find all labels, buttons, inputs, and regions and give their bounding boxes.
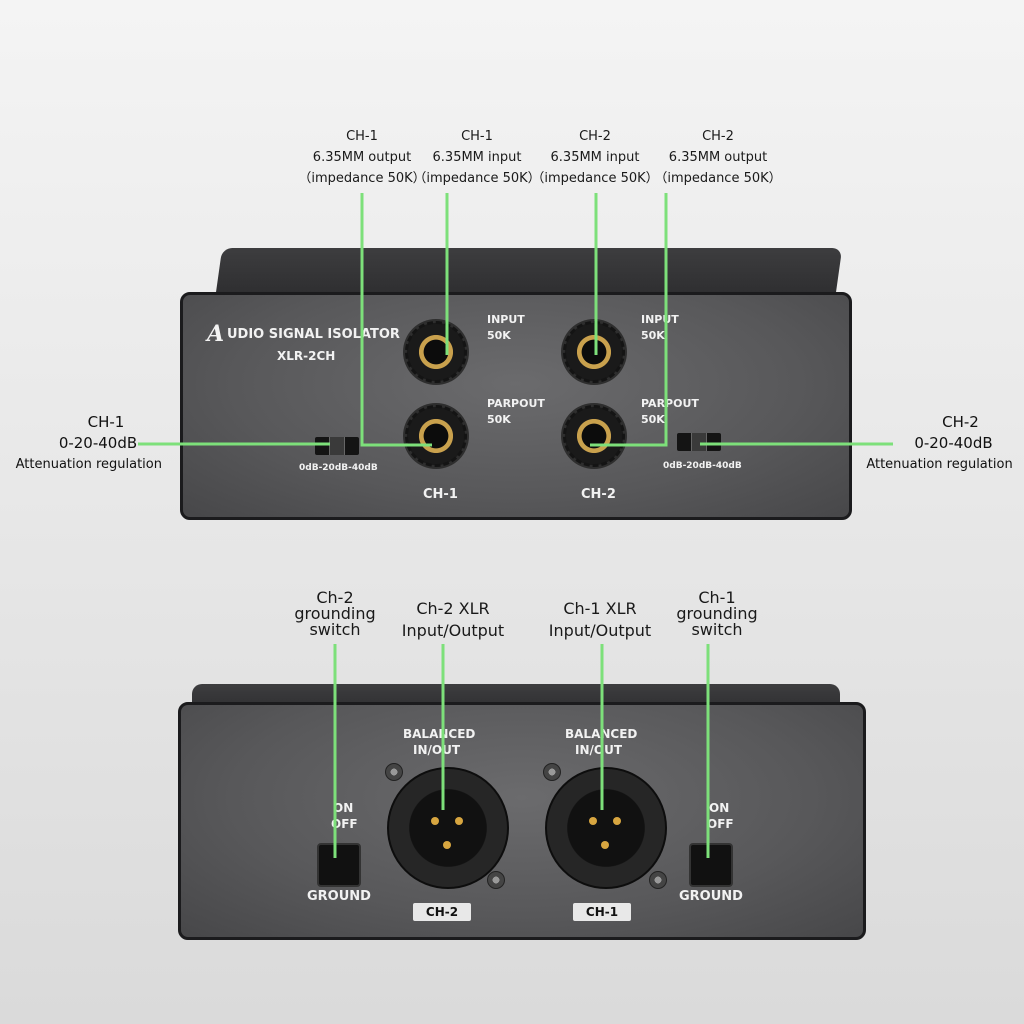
callout-ch1-input: CH-1 6.35MM input （impedance 50K） bbox=[407, 126, 547, 189]
screw-icon bbox=[649, 871, 667, 889]
ch2-input-imp: 50K bbox=[641, 329, 665, 342]
balanced-sub-ch1: IN/OUT bbox=[575, 743, 623, 757]
callout-channel: CH-1 bbox=[461, 129, 493, 144]
callout-channel: CH-2 bbox=[702, 129, 734, 144]
xlr-pin bbox=[443, 841, 451, 849]
callout-ch1-xlr: Ch-1 XLR Input/Output bbox=[535, 598, 665, 642]
ch2-attenuation-scale: 0dB-20dB-40dB bbox=[663, 461, 742, 471]
callout-ch1-output: CH-1 6.35MM output （impedance 50K） bbox=[292, 126, 432, 189]
ch2-input-label: INPUT bbox=[641, 313, 679, 326]
callout-spec: 6.35MM output bbox=[668, 150, 768, 165]
callout-line: switch bbox=[309, 620, 361, 639]
ch1-xlr-connector[interactable] bbox=[545, 767, 667, 889]
ch2-output-jack[interactable] bbox=[561, 403, 627, 469]
ch1-ground-switch[interactable] bbox=[689, 843, 733, 887]
ch2-attenuation-switch[interactable] bbox=[677, 433, 721, 451]
callout-line: Ch-2 XLR bbox=[416, 599, 490, 618]
ch1-input-jack[interactable] bbox=[403, 319, 469, 385]
slider-knob bbox=[329, 437, 345, 455]
callout-ch2-output: CH-2 6.35MM output （impedance 50K） bbox=[648, 126, 788, 189]
ch1-input-imp: 50K bbox=[487, 329, 511, 342]
callout-spec: 6.35MM input bbox=[432, 150, 522, 165]
ch1-on-label: ON bbox=[709, 801, 730, 815]
ch1-ground-label: GROUND bbox=[679, 889, 743, 904]
callout-line: Ch-1 bbox=[698, 588, 736, 607]
callout-impedance: （impedance 50K） bbox=[298, 171, 426, 186]
ch1-badge: CH-1 bbox=[573, 903, 631, 921]
callout-line: Ch-2 bbox=[316, 588, 354, 607]
ch2-xlr-connector[interactable] bbox=[387, 767, 509, 889]
model-name: XLR-2CH bbox=[277, 349, 336, 363]
xlr-pin bbox=[601, 841, 609, 849]
callout-channel: CH-1 bbox=[346, 129, 378, 144]
xlr-pin bbox=[613, 817, 621, 825]
callout-desc: Attenuation regulation bbox=[866, 457, 1013, 472]
callout-desc: Attenuation regulation bbox=[15, 457, 162, 472]
callout-range: 0-20-40dB bbox=[914, 434, 993, 452]
callout-ch2-ground: Ch-2 grounding switch bbox=[275, 590, 395, 638]
ch2-label: CH-2 bbox=[581, 487, 616, 502]
xlr-pin bbox=[589, 817, 597, 825]
ch2-badge: CH-2 bbox=[413, 903, 471, 921]
ch2-off-label: OFF bbox=[331, 817, 358, 831]
callout-line: Input/Output bbox=[548, 621, 652, 640]
ch1-output-label: PARPOUT bbox=[487, 397, 545, 410]
callout-impedance: （impedance 50K） bbox=[654, 171, 782, 186]
ch1-input-label: INPUT bbox=[487, 313, 525, 326]
callout-channel: CH-2 bbox=[942, 413, 979, 431]
callout-line: grounding bbox=[676, 604, 758, 623]
balanced-sub-ch2: IN/OUT bbox=[413, 743, 461, 757]
screw-icon bbox=[543, 763, 561, 781]
rear-faceplate: BALANCED IN/OUT BALANCED IN/OUT ON OFF G… bbox=[178, 702, 866, 940]
callout-spec: 6.35MM input bbox=[550, 150, 640, 165]
brand-logo: A bbox=[207, 321, 225, 347]
callout-impedance: （impedance 50K） bbox=[531, 171, 659, 186]
callout-ch2-attenuation: CH-2 0-20-40dB Attenuation regulation bbox=[862, 412, 1017, 475]
ch1-attenuation-scale: 0dB-20dB-40dB bbox=[299, 463, 378, 473]
front-faceplate: A UDIO SIGNAL ISOLATOR XLR-2CH INPUT 50K… bbox=[180, 292, 852, 520]
callout-range: 0-20-40dB bbox=[58, 434, 138, 452]
brand-name: UDIO SIGNAL ISOLATOR bbox=[227, 327, 400, 342]
ch2-ground-label: GROUND bbox=[307, 889, 371, 904]
callout-line: grounding bbox=[294, 604, 376, 623]
slider-knob bbox=[691, 433, 707, 451]
callout-spec: 6.35MM output bbox=[312, 150, 412, 165]
ch1-off-label: OFF bbox=[707, 817, 734, 831]
balanced-label-ch2: BALANCED bbox=[403, 727, 476, 741]
ch2-output-imp: 50K bbox=[641, 413, 665, 426]
ch2-output-label: PARPOUT bbox=[641, 397, 699, 410]
xlr-pin bbox=[431, 817, 439, 825]
callout-ch1-attenuation: CH-1 0-20-40dB Attenuation regulation bbox=[12, 412, 162, 475]
callout-line: Ch-1 XLR bbox=[563, 599, 637, 618]
callout-ch2-xlr: Ch-2 XLR Input/Output bbox=[388, 598, 518, 642]
callout-line: switch bbox=[691, 620, 743, 639]
ch2-input-jack[interactable] bbox=[561, 319, 627, 385]
callout-line: Input/Output bbox=[401, 621, 505, 640]
callout-ch1-ground: Ch-1 grounding switch bbox=[657, 590, 777, 638]
ch2-on-label: ON bbox=[333, 801, 354, 815]
screw-icon bbox=[487, 871, 505, 889]
callout-impedance: （impedance 50K） bbox=[413, 171, 541, 186]
ch1-label: CH-1 bbox=[423, 487, 458, 502]
balanced-label-ch1: BALANCED bbox=[565, 727, 638, 741]
callout-channel: CH-2 bbox=[579, 129, 611, 144]
xlr-pin bbox=[455, 817, 463, 825]
screw-icon bbox=[385, 763, 403, 781]
callout-channel: CH-1 bbox=[87, 413, 125, 431]
ch2-ground-switch[interactable] bbox=[317, 843, 361, 887]
callout-ch2-input: CH-2 6.35MM input （impedance 50K） bbox=[525, 126, 665, 189]
ch1-attenuation-switch[interactable] bbox=[315, 437, 359, 455]
ch1-output-imp: 50K bbox=[487, 413, 511, 426]
ch1-output-jack[interactable] bbox=[403, 403, 469, 469]
